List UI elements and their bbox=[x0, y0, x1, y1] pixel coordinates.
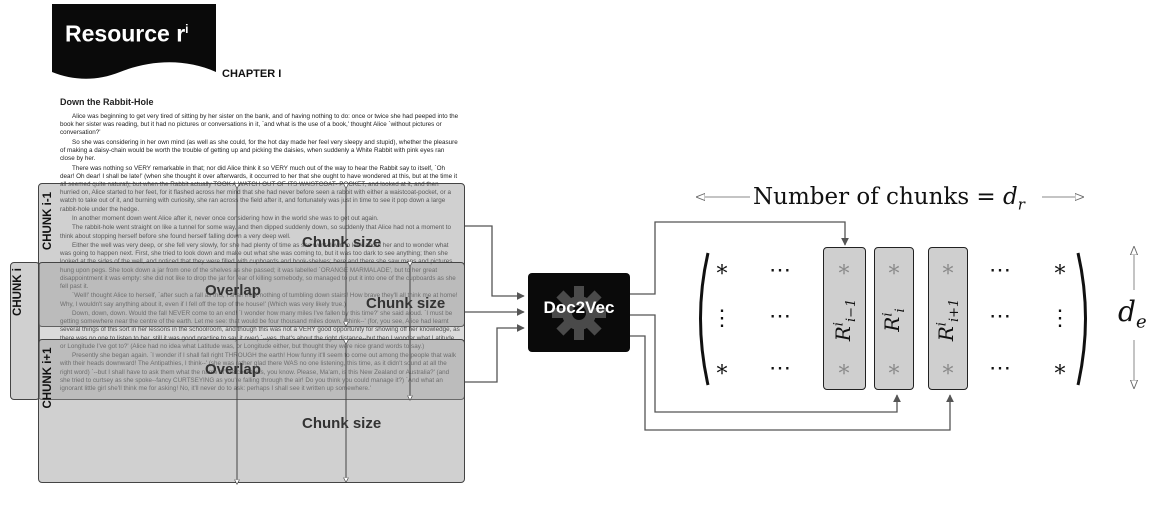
matrix-star: * bbox=[1054, 362, 1066, 387]
resource-banner-shape bbox=[52, 4, 216, 79]
document-paragraph: Down, down, down. Would the fall NEVER c… bbox=[60, 309, 460, 350]
matrix-dots-h: ⋯ bbox=[989, 356, 1011, 381]
chunk-size-label: Chunk size bbox=[302, 234, 382, 251]
document-paragraph: In another moment down went Alice after … bbox=[72, 215, 379, 222]
matrix-star: * bbox=[942, 262, 954, 287]
document-paragraph: The rabbit-hole went straight on like a … bbox=[60, 224, 451, 240]
matrix-star: * bbox=[1054, 262, 1066, 287]
chunk-current-box bbox=[10, 262, 40, 400]
document-paragraph: So she was considering in her own mind (… bbox=[60, 138, 458, 163]
matrix-star: * bbox=[838, 262, 850, 287]
column-chunk-prev bbox=[823, 247, 866, 390]
resource-title: Resource ri bbox=[65, 20, 189, 47]
matrix-dots-v: ⋮ bbox=[711, 306, 733, 331]
chunk-size-label: Chunk size bbox=[302, 415, 382, 432]
document-paragraph: Alice was beginning to get very tired of… bbox=[60, 113, 459, 137]
column-label-prev: Rii−1 bbox=[831, 298, 859, 342]
column-label-next: Rii+1 bbox=[934, 298, 962, 342]
chunk-next-box bbox=[38, 339, 465, 483]
gear-icon bbox=[552, 286, 606, 340]
column-chunk-next bbox=[928, 247, 968, 390]
column-label-current: Rii bbox=[880, 308, 908, 332]
chunk-current-overlay bbox=[38, 262, 465, 400]
matrix-star: * bbox=[888, 262, 900, 287]
matrix-star: * bbox=[838, 362, 850, 387]
matrix-star: * bbox=[942, 362, 954, 387]
chunk-size-label: Chunk size bbox=[366, 295, 446, 312]
matrix-star: * bbox=[716, 362, 728, 387]
matrix-star: * bbox=[716, 262, 728, 287]
embedding-dimension-label: de bbox=[1118, 295, 1147, 333]
document-paragraph: There was nothing so VERY remarkable in … bbox=[60, 164, 458, 213]
document-body: Down the Rabbit-Hole Alice was beginning… bbox=[60, 96, 460, 394]
document-title: Down the Rabbit-Hole bbox=[60, 97, 154, 107]
document-paragraph: `Well!' thought Alice to herself, `after… bbox=[60, 292, 458, 308]
overlap-label: Overlap bbox=[205, 361, 261, 378]
chapter-heading: CHAPTER I bbox=[222, 68, 282, 80]
document-paragraph: Either the well was very deep, or she fe… bbox=[60, 241, 456, 290]
matrix-dots-v: ⋮ bbox=[1049, 306, 1071, 331]
matrix-star: * bbox=[888, 362, 900, 387]
matrix-dots-h: ⋯ bbox=[769, 258, 791, 283]
chunk-prev-box bbox=[38, 183, 465, 327]
column-chunk-current bbox=[874, 247, 914, 390]
matrix-dots-h: ⋯ bbox=[769, 356, 791, 381]
doc2vec-label: Doc2Vec bbox=[543, 298, 615, 317]
overlap-label: Overlap bbox=[205, 282, 261, 299]
matrix-dots-h: ⋯ bbox=[769, 304, 791, 329]
matrix-dots-h: ⋯ bbox=[989, 304, 1011, 329]
matrix-dots-h: ⋯ bbox=[989, 258, 1011, 283]
number-of-chunks-label: Number of chunks = dr bbox=[753, 184, 1025, 214]
document-paragraph: Presently she began again. `I wonder if … bbox=[60, 352, 456, 392]
